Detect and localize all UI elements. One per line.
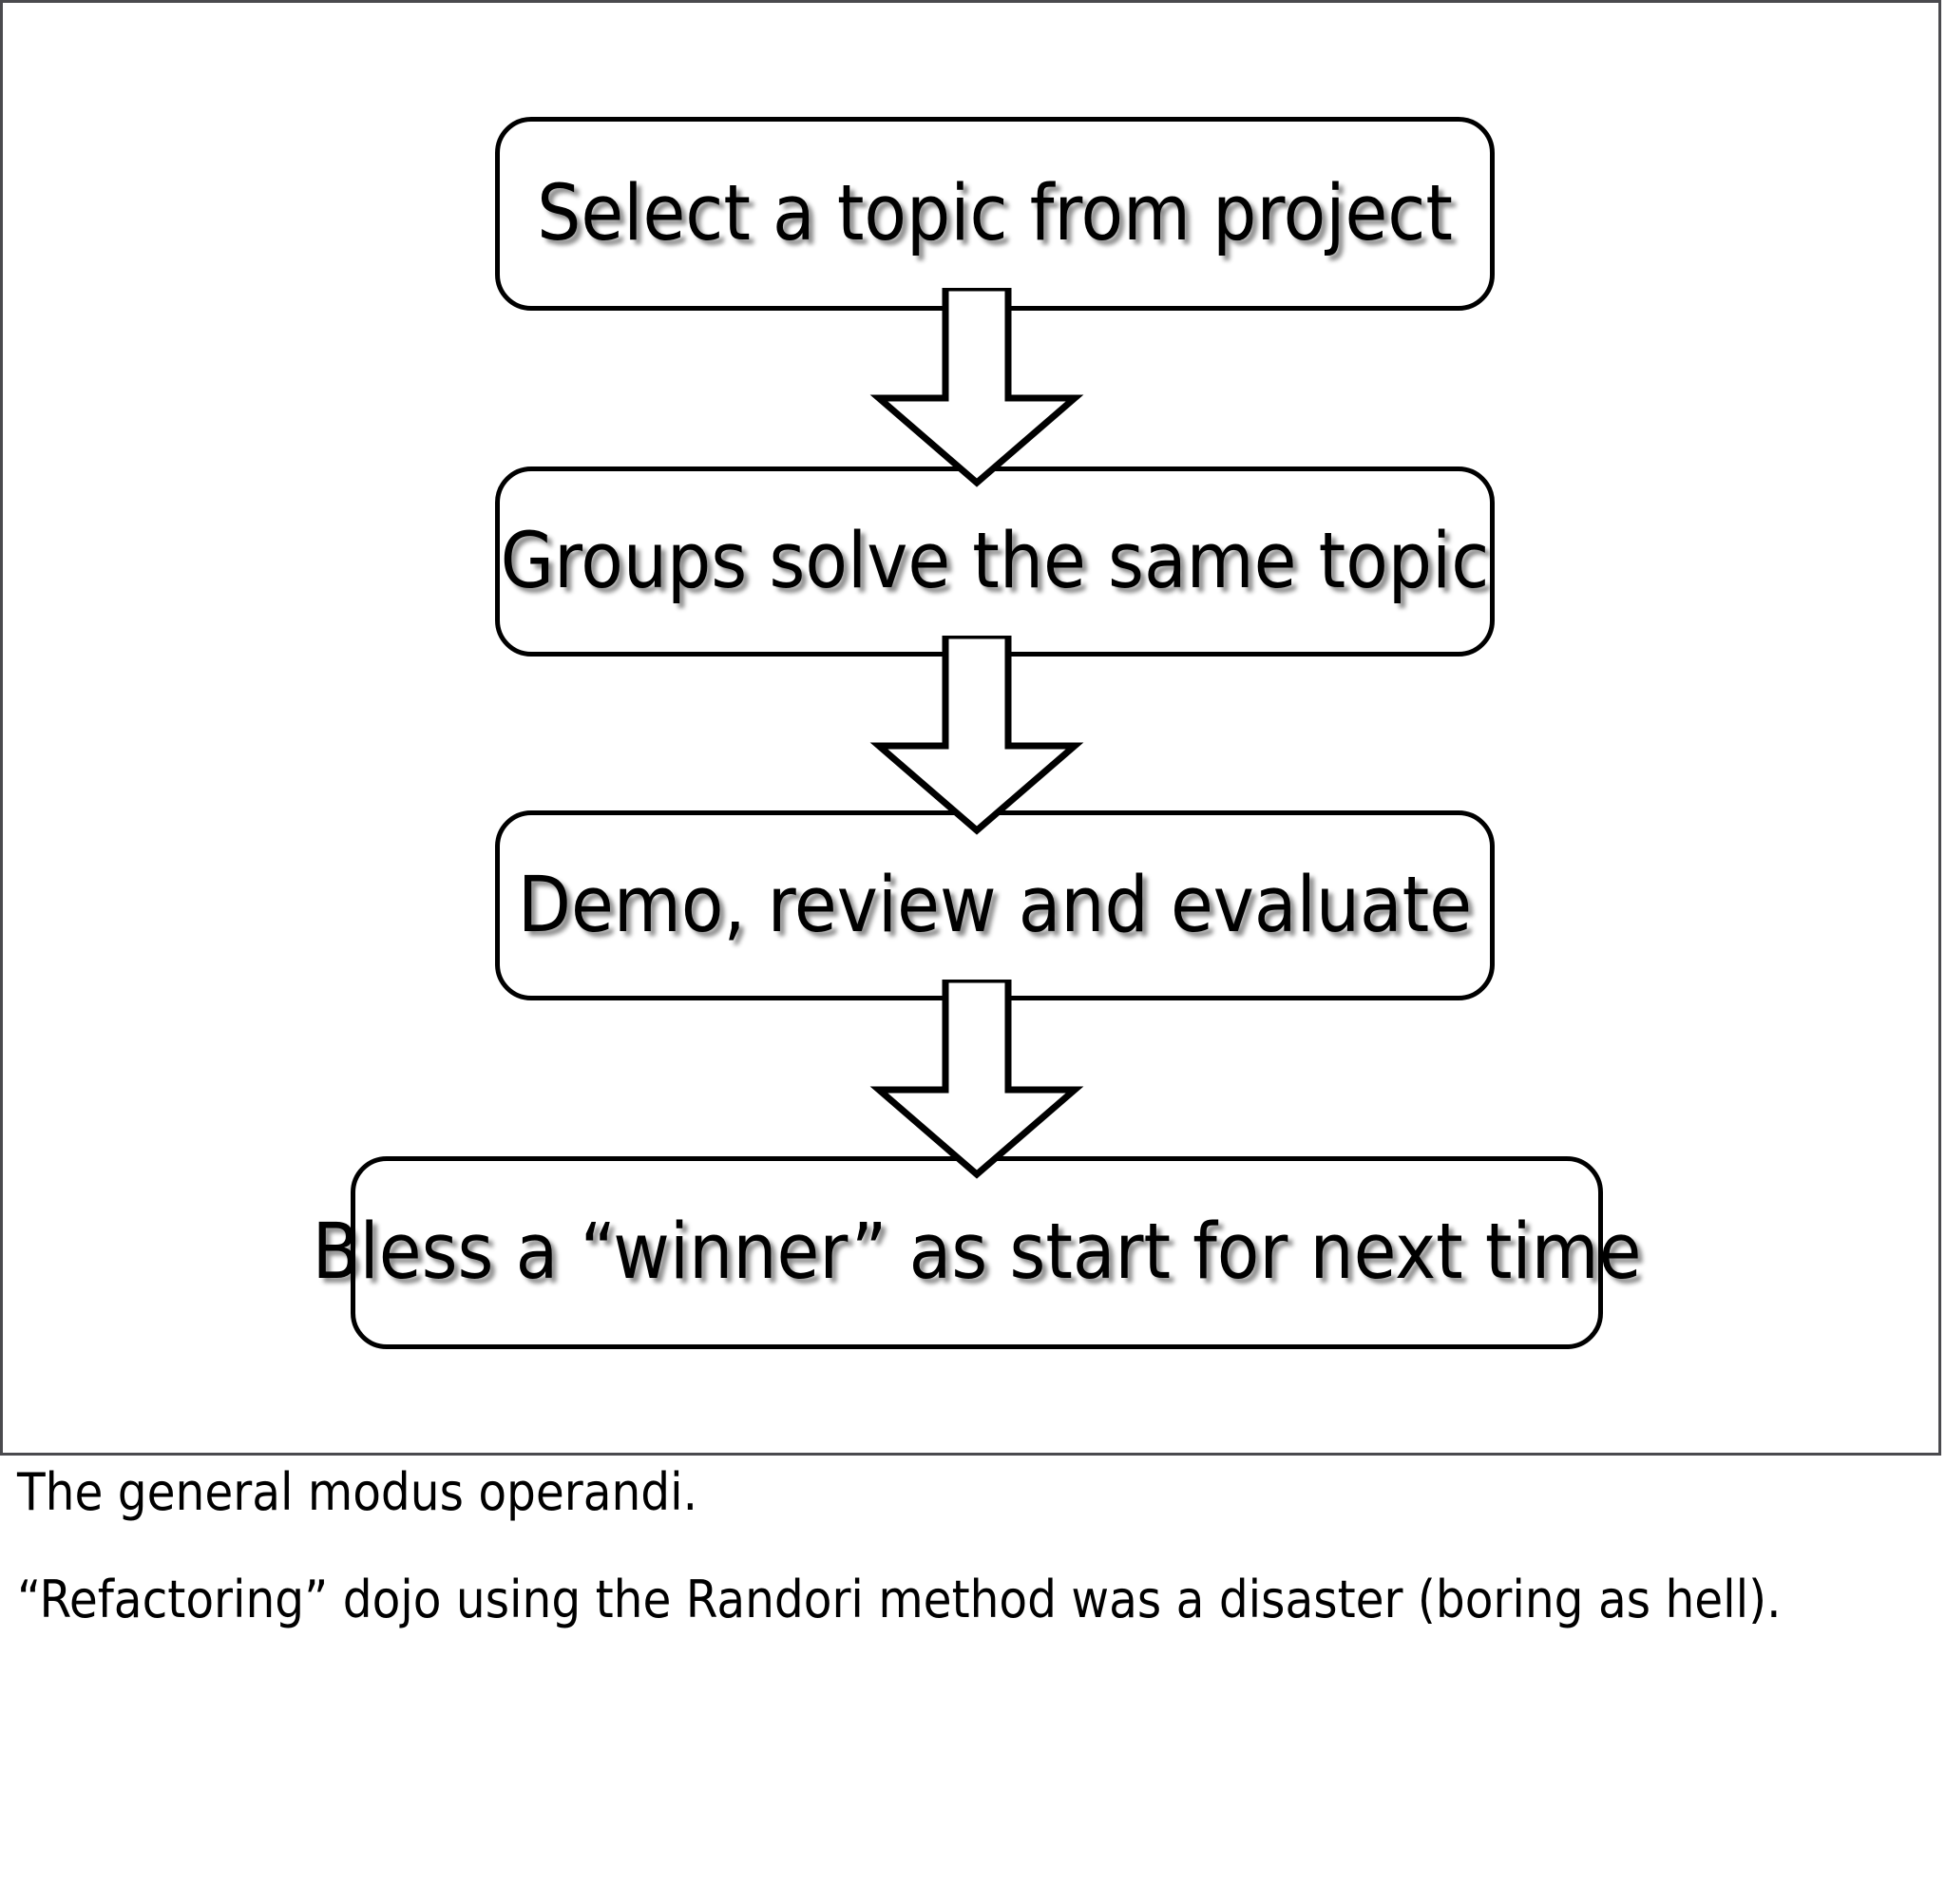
caption-line-general-modus-operandi: The general modus operandi.	[17, 1462, 698, 1522]
flow-box-label: Bless a “winner” as start for next time	[312, 1208, 1642, 1297]
down-arrow-icon	[869, 636, 1084, 835]
flow-box-bless-winner[interactable]: Bless a “winner” as start for next time	[312, 1156, 1642, 1349]
flowchart-diagram: Select a topic from project Groups solve…	[3, 3, 1944, 1458]
flow-box-label: Select a topic from project	[537, 168, 1453, 258]
slide-frame: Select a topic from project Groups solve…	[0, 0, 1941, 1456]
caption-line-refactoring-dojo: “Refactoring” dojo using the Randori met…	[17, 1569, 1782, 1629]
down-arrow-icon	[869, 980, 1084, 1179]
down-arrow-icon	[869, 288, 1084, 487]
flow-box-label: Demo, review and evaluate	[517, 860, 1473, 950]
flow-box-label: Groups solve the same topic	[500, 516, 1490, 606]
flow-box-groups-solve[interactable]: Groups solve the same topic	[495, 466, 1495, 657]
flow-box-select-topic[interactable]: Select a topic from project	[495, 117, 1495, 311]
caption-block: The general modus operandi. “Refactoring…	[17, 1462, 1879, 1629]
flow-box-demo-review-evaluate[interactable]: Demo, review and evaluate	[495, 810, 1495, 1000]
